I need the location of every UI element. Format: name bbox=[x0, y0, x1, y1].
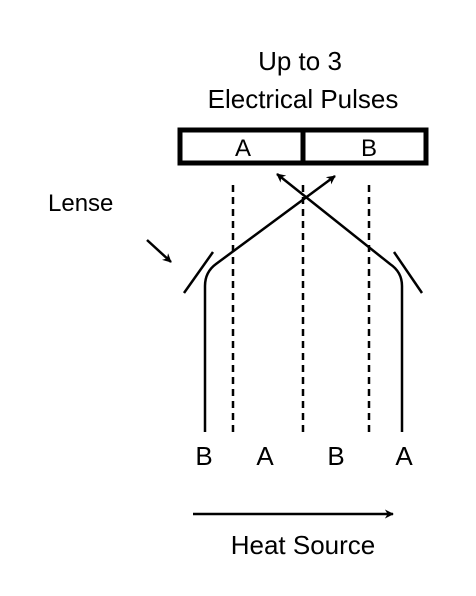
lens-label: Lense bbox=[48, 190, 113, 217]
left-lens bbox=[182, 251, 215, 294]
right-light-ray bbox=[276, 173, 404, 432]
bottom-label-1: B bbox=[195, 441, 212, 471]
right-lens bbox=[392, 251, 424, 294]
lens-pointer-arrow bbox=[146, 239, 172, 263]
heat-source-label: Heat Source bbox=[231, 530, 376, 560]
left-light-ray bbox=[203, 174, 336, 432]
detector-label-a: A bbox=[235, 135, 251, 162]
bottom-label-4: A bbox=[395, 441, 413, 471]
bottom-label-3: B bbox=[327, 441, 344, 471]
bottom-label-2: A bbox=[256, 441, 274, 471]
title-line-1: Up to 3 bbox=[258, 46, 342, 76]
title-line-2: Electrical Pulses bbox=[208, 84, 399, 114]
detector-label-b: B bbox=[361, 135, 377, 162]
